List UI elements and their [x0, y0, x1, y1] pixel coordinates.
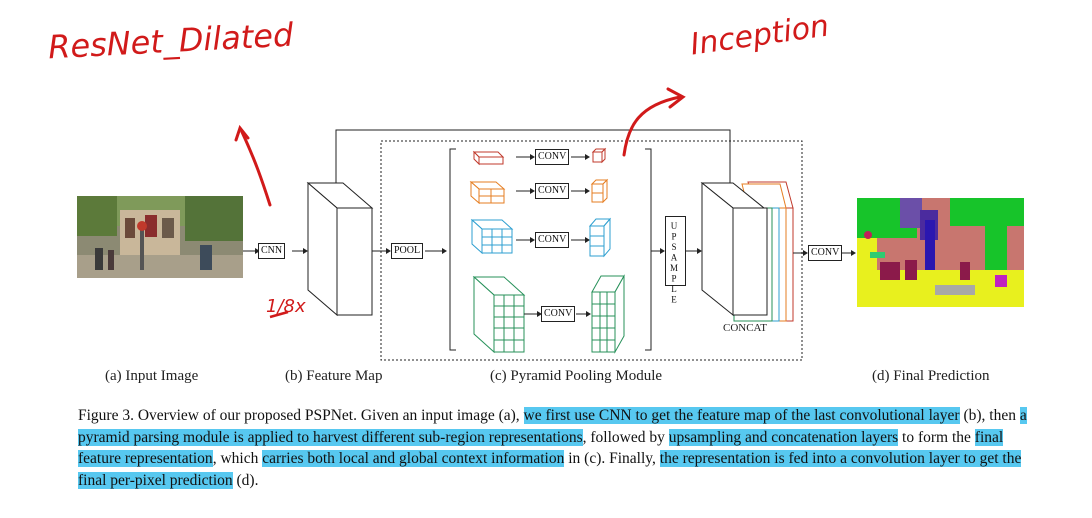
pspnet-diagram: CNN POOL CONV CONV CONV CONV CONV UPSAMP… — [47, 8, 1024, 384]
hand-arrow-up — [234, 124, 272, 207]
conv-box-3: CONV — [535, 232, 570, 248]
caption-highlight: we first use CNN to get the feature map … — [523, 407, 960, 424]
upsample-box: UPSAMPLE — [665, 216, 686, 305]
hand-scale-fraction — [269, 310, 289, 319]
conv-box-4: CONV — [541, 306, 576, 322]
diagram-svg — [77, 87, 1024, 361]
final-prediction-image — [857, 198, 1024, 307]
subcaption-d: (d) Final Prediction — [872, 368, 990, 384]
concat-label: CONCAT — [723, 322, 768, 334]
pool-level-2 — [469, 178, 609, 205]
hand-arrow-curve — [622, 87, 686, 157]
caption-highlight: carries both local and global context in… — [262, 450, 565, 467]
feature-map-block — [306, 181, 374, 317]
pool-level-3 — [470, 217, 612, 258]
upsample-label: UPSAMPLE — [669, 221, 679, 305]
caption-text: (d). — [232, 471, 259, 489]
caption-text: to form the — [898, 428, 975, 446]
conv-final-box: CONV — [808, 245, 843, 261]
input-image — [77, 196, 243, 278]
caption-text: (b), then — [959, 407, 1020, 424]
caption-highlight: upsampling and concatenation layers — [668, 428, 899, 446]
handwritten-scale: 1/8x — [266, 296, 306, 317]
figure-caption: Figure 3. Overview of our proposed PSPNe… — [78, 405, 1028, 491]
conv-box-1: CONV — [535, 149, 570, 165]
pool-level-1 — [472, 147, 607, 166]
pool-box: POOL — [391, 243, 424, 259]
concat-block — [700, 181, 794, 322]
subcaption-c: (c) Pyramid Pooling Module — [490, 368, 663, 384]
caption-text: , followed by — [582, 428, 669, 446]
caption-text: in (c). Finally, — [564, 450, 660, 467]
cnn-box: CNN — [258, 243, 286, 259]
conv-box-2: CONV — [535, 183, 570, 199]
caption-text: , which — [212, 450, 263, 467]
subcaption-a: (a) Input Image — [105, 368, 199, 384]
subcaption-b: (b) Feature Map — [285, 368, 383, 384]
caption-text: Figure 3. Overview of our proposed PSPNe… — [78, 407, 524, 424]
pool-level-4 — [472, 274, 625, 354]
